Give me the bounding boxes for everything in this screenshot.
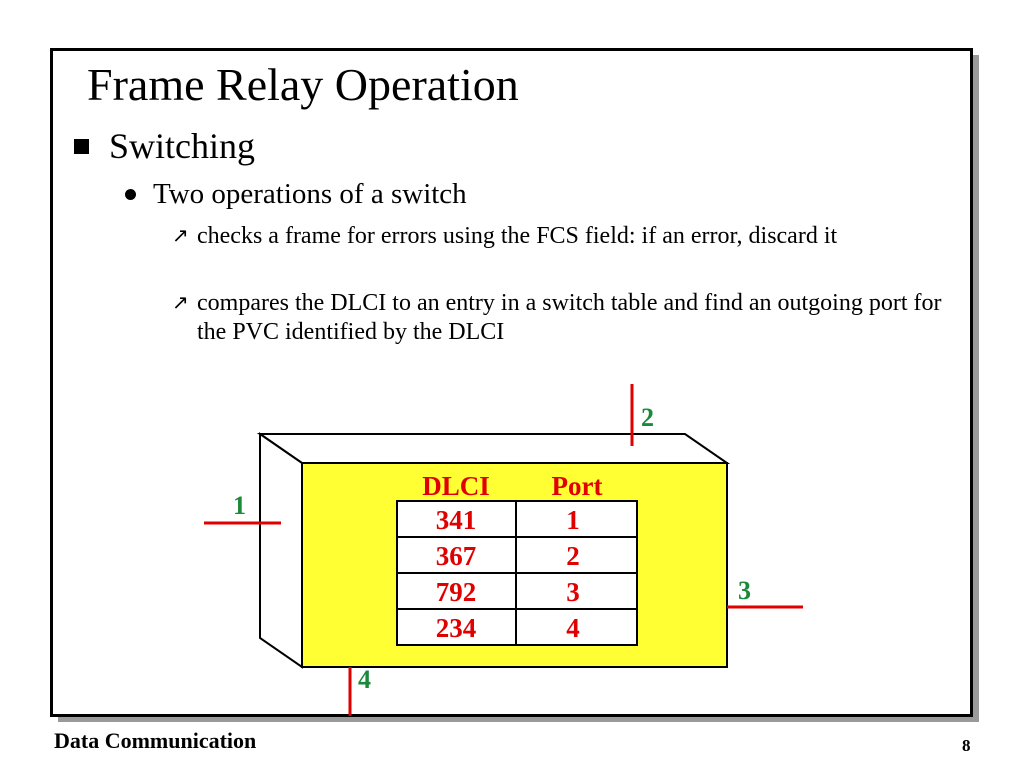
table-cell-port: 4 bbox=[566, 613, 580, 643]
port-label-3: 3 bbox=[738, 576, 751, 605]
port-label-1: 1 bbox=[233, 491, 246, 520]
switch-top-face bbox=[256, 433, 731, 464]
table-cell-dlci: 234 bbox=[436, 613, 477, 643]
square-bullet-icon bbox=[74, 139, 89, 154]
slide-title: Frame Relay Operation bbox=[87, 59, 519, 110]
table-cell-port: 2 bbox=[566, 541, 580, 571]
footer-page-number: 8 bbox=[962, 736, 971, 755]
table-cell-port: 3 bbox=[566, 577, 580, 607]
header-port: Port bbox=[552, 471, 603, 501]
port-label-4: 4 bbox=[358, 665, 371, 694]
bullet-2-text: Two operations of a switch bbox=[153, 178, 467, 210]
footer-course-title: Data Communication bbox=[54, 728, 257, 753]
sub-bullet-1-text: checks a frame for errors using the FCS … bbox=[197, 223, 838, 249]
table-cell-dlci: 792 bbox=[436, 577, 477, 607]
arrow-bullet-icon: ↗ bbox=[172, 223, 189, 247]
arrow-bullet-icon: ↗ bbox=[172, 290, 189, 314]
sub-bullet-2-text: compares the DLCI to an entry in a switc… bbox=[197, 290, 942, 345]
table-cell-port: 1 bbox=[566, 505, 580, 535]
table-cell-dlci: 367 bbox=[436, 541, 477, 571]
table-cell-dlci: 341 bbox=[436, 505, 477, 535]
switch-table bbox=[396, 500, 638, 646]
header-dlci: DLCI bbox=[422, 471, 490, 501]
port-label-2: 2 bbox=[641, 403, 654, 432]
bullet-1-text: Switching bbox=[109, 126, 256, 166]
round-bullet-icon bbox=[125, 189, 136, 200]
switch-side-face bbox=[259, 432, 303, 669]
